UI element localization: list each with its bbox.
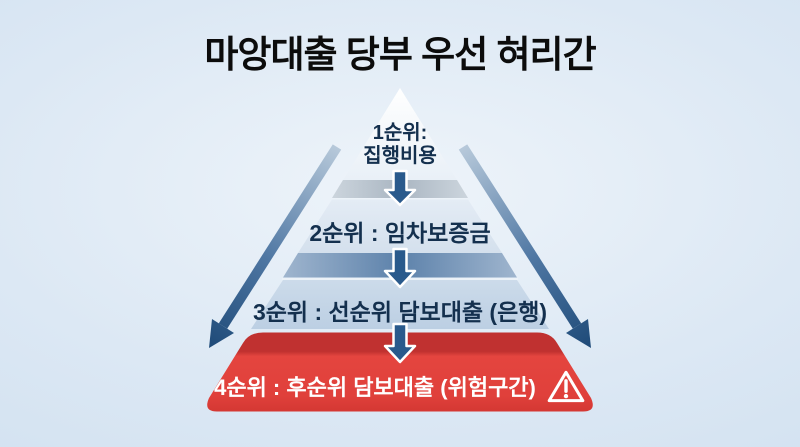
level-1-item-text: 집행비용 (363, 145, 437, 167)
pyramid-level-2-face (298, 199, 502, 253)
down-arrow-2-icon (383, 247, 417, 289)
level-2-label: 2순위 : 임차보증금 (309, 220, 491, 246)
level-1-rank-text: 1순위: (372, 122, 428, 144)
warning-triangle-icon (547, 370, 585, 403)
pyramid-level-1-face (343, 88, 457, 180)
level-4-text: 4순위 : 후순위 담보대출 (위험구간) (214, 375, 536, 400)
down-arrow-1-icon (383, 169, 417, 207)
level-4-label: 4순위 : 후순위 담보대출 (위험구간) (0, 369, 800, 403)
page-title: 마앙대출 당부 우선 혀리간 (204, 34, 596, 75)
right-flow-arrow (458, 144, 591, 348)
down-arrow-3-icon (383, 322, 417, 364)
pyramid-level-4-band (207, 332, 593, 412)
level-3-label: 3순위 : 선순위 담보대출 (은행) (252, 299, 548, 325)
level-1-label: 1순위: 집행비용 (0, 122, 800, 168)
left-flow-arrow (209, 144, 342, 348)
pyramid-level-3-face (251, 280, 549, 329)
